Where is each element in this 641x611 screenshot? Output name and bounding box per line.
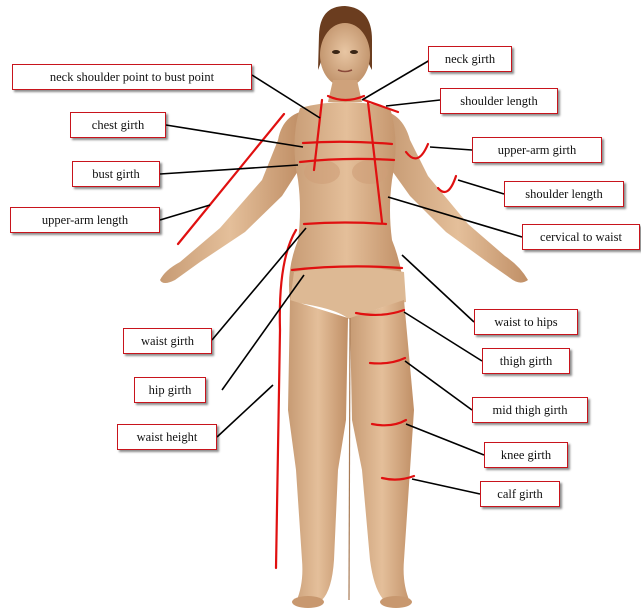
leader-neck-shoulder-to-bust bbox=[252, 75, 320, 118]
label-shoulder-length-2: shoulder length bbox=[504, 181, 624, 207]
label-neck-girth: neck girth bbox=[428, 46, 512, 72]
label-cervical-to-waist: cervical to waist bbox=[522, 224, 640, 250]
leader-waist-to-hips bbox=[402, 255, 474, 322]
label-upper-arm-girth: upper-arm girth bbox=[472, 137, 602, 163]
label-upper-arm-length: upper-arm length bbox=[10, 207, 160, 233]
label-waist-girth: waist girth bbox=[123, 328, 212, 354]
right-leg bbox=[350, 300, 414, 602]
label-mid-thigh-girth: mid thigh girth bbox=[472, 397, 588, 423]
label-thigh-girth: thigh girth bbox=[482, 348, 570, 374]
right-foot bbox=[380, 596, 412, 608]
leader-waist-height bbox=[217, 385, 273, 437]
label-bust-girth: bust girth bbox=[72, 161, 160, 187]
leader-neck-girth bbox=[362, 60, 430, 100]
leg-shadow bbox=[349, 318, 350, 600]
leader-mid-thigh-girth bbox=[405, 361, 472, 410]
measure-forearm-girth bbox=[438, 176, 456, 192]
bust-shading-right bbox=[352, 160, 388, 184]
left-arm bbox=[160, 112, 300, 283]
right-eye bbox=[350, 50, 358, 54]
leader-calf-girth bbox=[412, 479, 480, 494]
label-hip-girth: hip girth bbox=[134, 377, 206, 403]
leader-knee-girth bbox=[406, 424, 484, 455]
label-knee-girth: knee girth bbox=[484, 442, 568, 468]
bust-shading-left bbox=[304, 160, 340, 184]
label-waist-height: waist height bbox=[117, 424, 217, 450]
label-chest-girth: chest girth bbox=[70, 112, 166, 138]
label-calf-girth: calf girth bbox=[480, 481, 560, 507]
head bbox=[320, 23, 370, 87]
leader-shoulder-length-2 bbox=[458, 180, 504, 194]
label-neck-shoulder-point-to-bust-point: neck shoulder point to bust point bbox=[12, 64, 252, 90]
left-leg bbox=[288, 300, 348, 602]
label-waist-to-hips: waist to hips bbox=[474, 309, 578, 335]
left-foot bbox=[292, 596, 324, 608]
leader-shoulder-length-1 bbox=[386, 100, 440, 106]
left-eye bbox=[332, 50, 340, 54]
leader-upper-arm-girth bbox=[430, 147, 472, 150]
label-shoulder-length-1: shoulder length bbox=[440, 88, 558, 114]
